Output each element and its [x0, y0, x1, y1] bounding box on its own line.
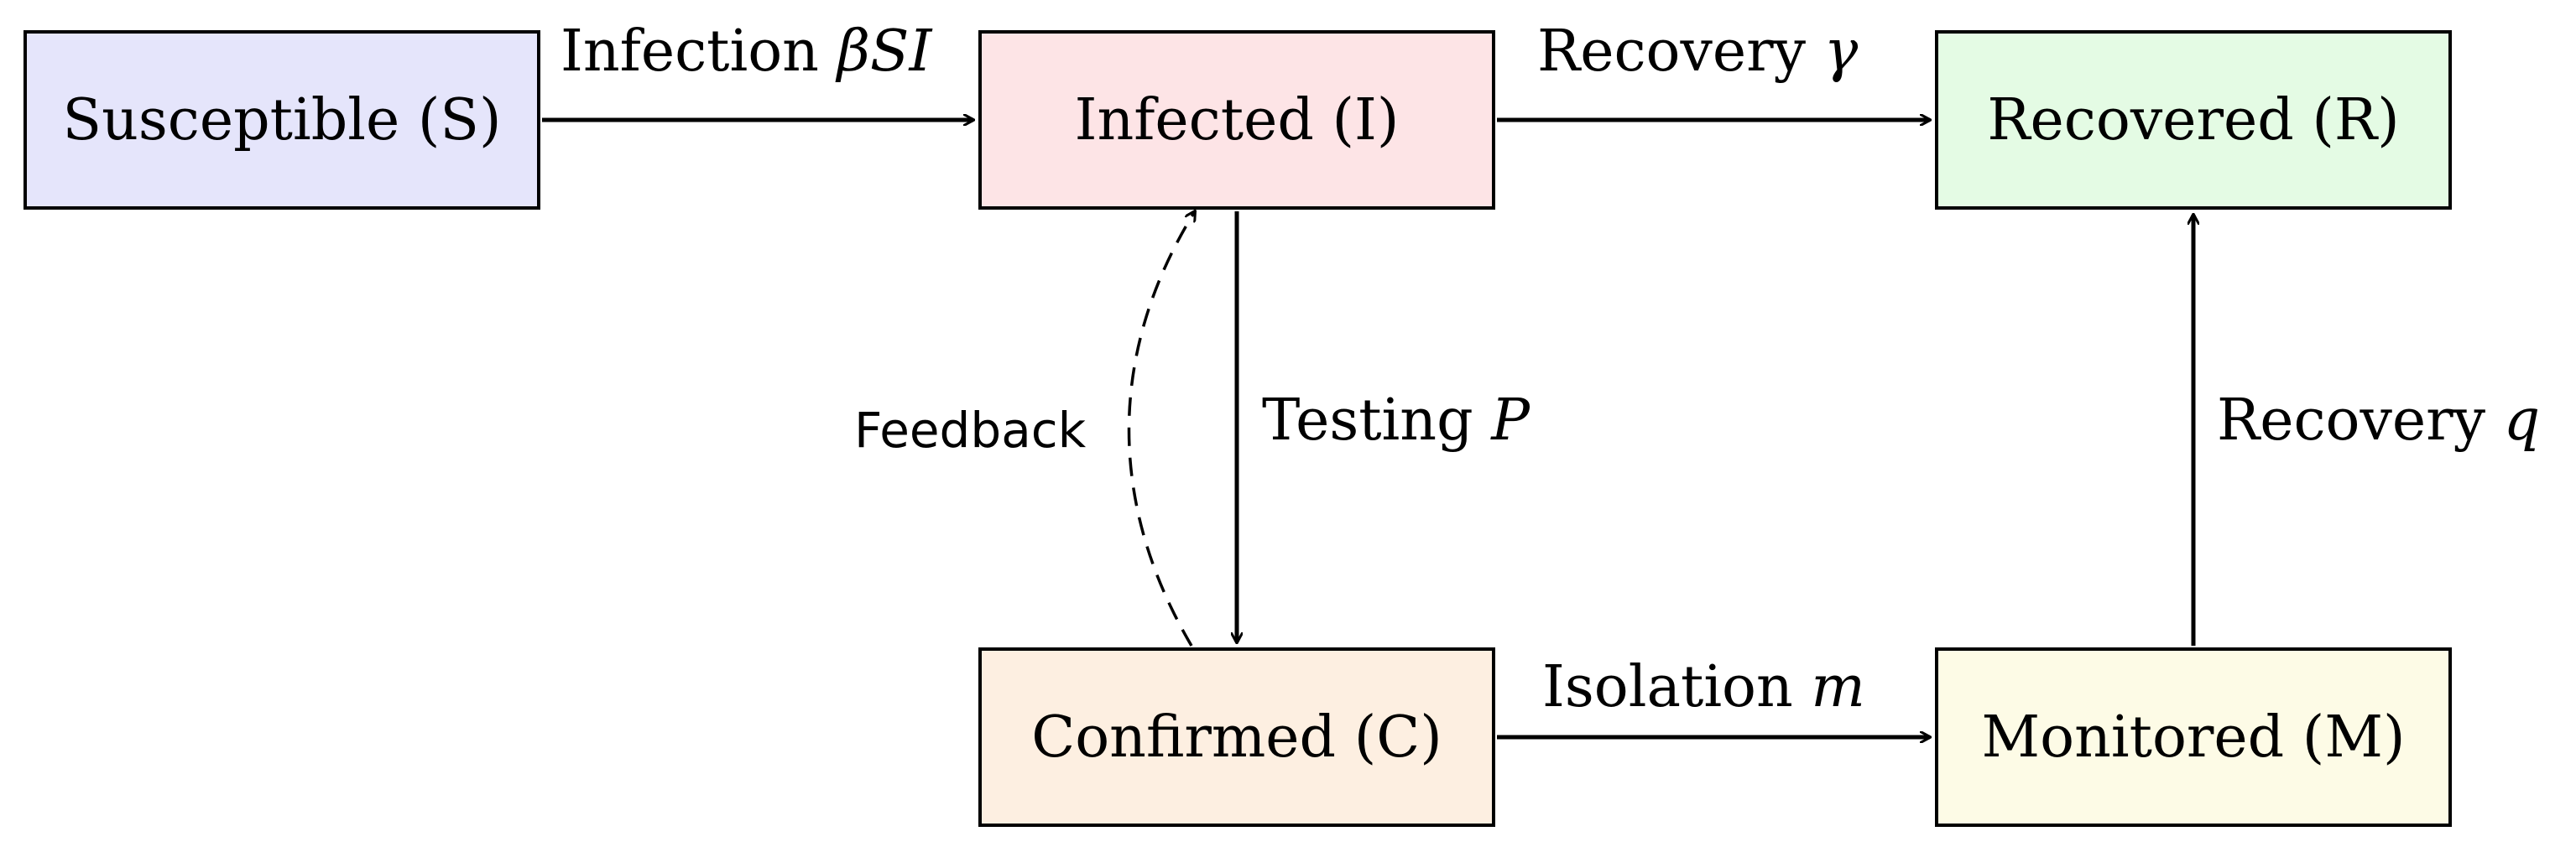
edge-label-recovery-gamma-text: Recovery — [1537, 18, 1824, 85]
edge-label-feedback-text: Feedback — [854, 402, 1087, 459]
edge-label-infection-symbol: βSI — [837, 18, 932, 85]
node-monitored: Monitored (M) — [1935, 647, 2452, 827]
edge-feedback — [1127, 211, 1195, 647]
edge-label-isolation-symbol: m — [1811, 654, 1865, 720]
edge-label-recovery-q-text: Recovery — [2217, 387, 2504, 454]
edge-label-isolation: Isolation m — [1542, 659, 1865, 716]
edge-label-testing-text: Testing — [1262, 387, 1492, 454]
edge-label-recovery-gamma-symbol: γ — [1823, 18, 1859, 85]
edge-label-recovery-gamma: Recovery γ — [1537, 23, 1858, 81]
edge-label-isolation-text: Isolation — [1542, 654, 1812, 720]
edge-label-feedback: Feedback — [854, 406, 1086, 455]
node-confirmed-label: Confirmed (C) — [1031, 704, 1442, 771]
edge-label-recovery-q-symbol: q — [2503, 387, 2541, 454]
node-recovered-label: Recovered (R) — [1987, 86, 2400, 153]
node-susceptible-label: Susceptible (S) — [62, 86, 502, 153]
edge-label-infection-text: Infection — [561, 18, 837, 85]
edge-label-recovery-q: Recovery q — [2217, 392, 2540, 449]
edge-label-testing-symbol: P — [1491, 387, 1530, 454]
node-susceptible: Susceptible (S) — [23, 30, 540, 210]
node-confirmed: Confirmed (C) — [978, 647, 1495, 827]
node-infected: Infected (I) — [978, 30, 1495, 210]
edge-label-infection: Infection βSI — [561, 23, 931, 81]
edge-label-testing: Testing P — [1262, 392, 1530, 449]
node-recovered: Recovered (R) — [1935, 30, 2452, 210]
node-monitored-label: Monitored (M) — [1981, 704, 2406, 771]
node-infected-label: Infected (I) — [1074, 86, 1400, 153]
